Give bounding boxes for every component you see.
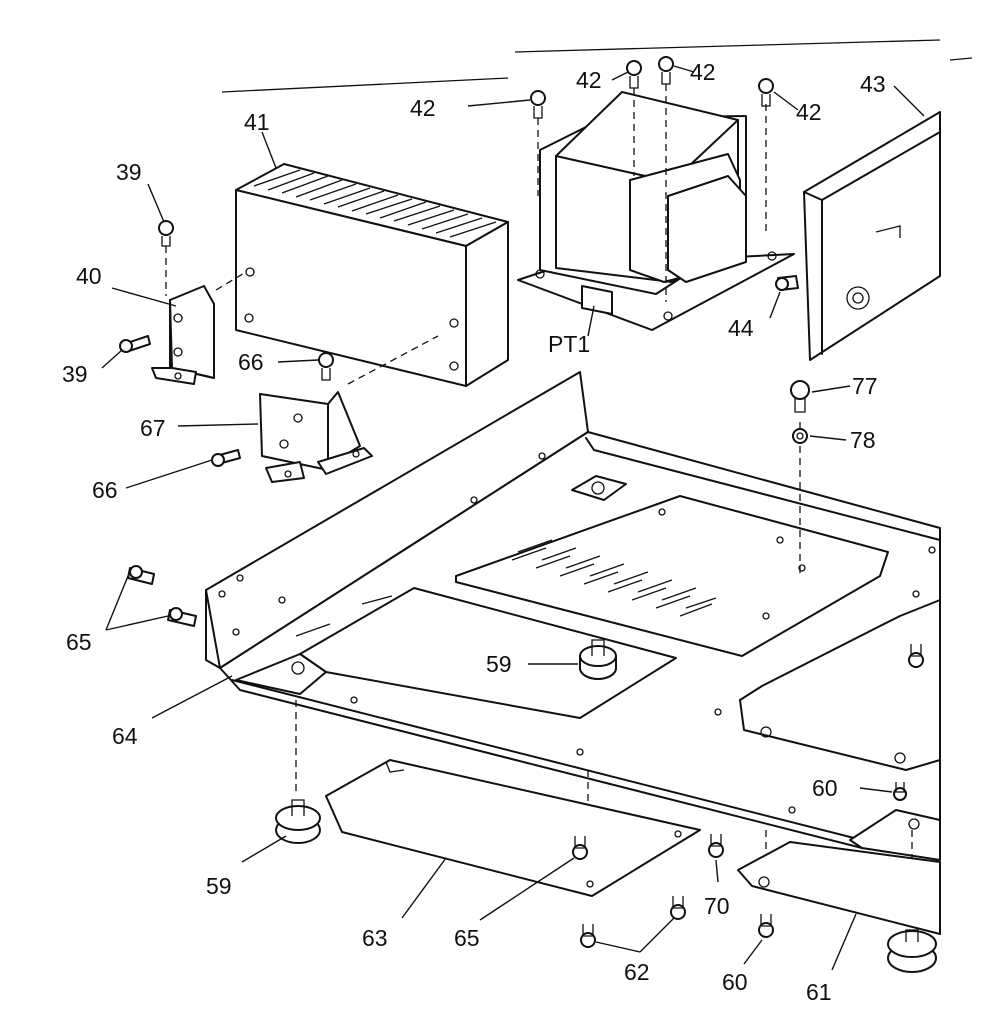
screw-44 — [775, 275, 799, 291]
screw-70 — [708, 834, 724, 858]
label-62: 62 — [624, 959, 650, 985]
screw-77 — [790, 380, 810, 413]
screw-39-top — [158, 220, 174, 247]
heat-sink-41 — [235, 163, 509, 387]
screw-42-a — [530, 90, 546, 119]
label-59-lower: 59 — [206, 873, 232, 899]
label-65-bottom: 65 — [454, 925, 480, 951]
label-59-upper: 59 — [486, 651, 512, 677]
screw-66-side — [211, 449, 241, 467]
screw-42-b — [626, 60, 642, 89]
screw-right-edge — [908, 644, 924, 668]
label-pt1: PT1 — [548, 331, 590, 357]
label-40: 40 — [76, 263, 102, 289]
label-39-side: 39 — [62, 361, 88, 387]
label-78: 78 — [850, 427, 876, 453]
power-transformer-pt1 — [517, 84, 795, 331]
label-42-a: 42 — [410, 95, 436, 121]
leader-lines — [101, 65, 925, 971]
bottom-plate-61 — [737, 841, 941, 935]
label-39-top: 39 — [116, 159, 142, 185]
label-63: 63 — [362, 925, 388, 951]
screw-62-b — [580, 924, 596, 948]
label-66-top: 66 — [238, 349, 264, 375]
bracket-67 — [215, 271, 439, 483]
label-70: 70 — [704, 893, 730, 919]
header-rule-lines — [221, 39, 973, 93]
label-60-upper: 60 — [812, 775, 838, 801]
label-64: 64 — [112, 723, 138, 749]
label-65-left: 65 — [66, 629, 92, 655]
label-61: 61 — [806, 979, 832, 1005]
bottom-plate-63 — [325, 759, 701, 897]
bracket-40 — [151, 246, 215, 385]
label-60-bottom: 60 — [722, 969, 748, 995]
part-labels: 39 40 39 41 42 42 42 42 43 44 PT1 66 67 … — [62, 59, 886, 1005]
screw-42-d — [758, 78, 774, 107]
label-42-d: 42 — [796, 99, 822, 125]
screw-65-bottom — [572, 836, 588, 860]
screw-66-top — [318, 352, 334, 381]
label-66-side: 66 — [92, 477, 118, 503]
label-67: 67 — [140, 415, 166, 441]
screw-60-bottom — [758, 914, 774, 938]
label-77: 77 — [852, 373, 878, 399]
screw-60-upper — [893, 782, 907, 801]
foot-right — [887, 929, 937, 973]
label-43: 43 — [860, 71, 886, 97]
screw-39-side — [119, 335, 151, 353]
screw-62-a — [670, 896, 686, 920]
foot-59-upper — [579, 639, 617, 680]
washer-78 — [792, 428, 808, 444]
label-42-b: 42 — [576, 67, 602, 93]
screw-42-c — [658, 56, 674, 85]
label-42-c: 42 — [690, 59, 716, 85]
label-41: 41 — [244, 109, 270, 135]
cover-43 — [803, 111, 941, 361]
label-44: 44 — [728, 315, 754, 341]
foot-59-lower — [275, 799, 321, 844]
screw-65-lower — [167, 607, 197, 627]
chassis-64 — [205, 371, 941, 924]
screw-65-upper — [127, 565, 155, 585]
